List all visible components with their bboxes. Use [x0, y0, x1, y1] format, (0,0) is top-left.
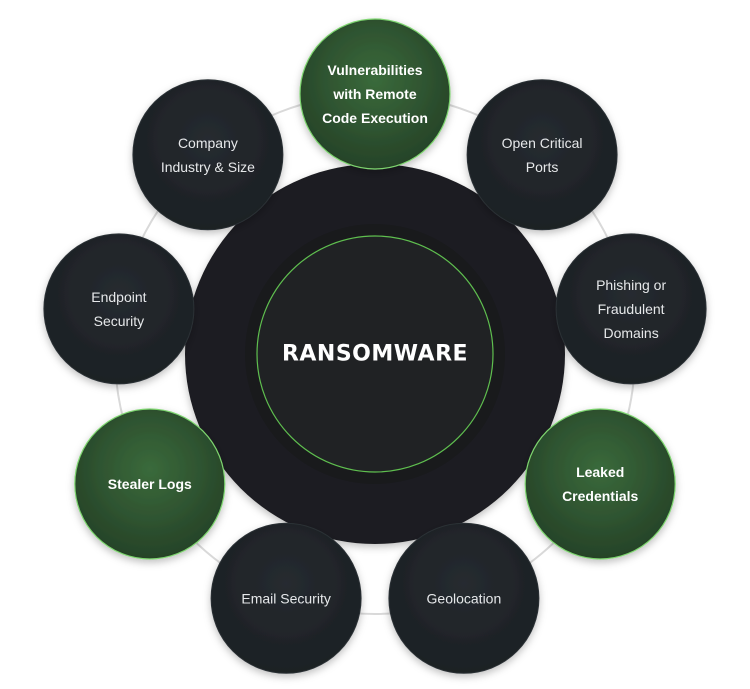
node-circle-email-security: [210, 522, 362, 674]
node-circle-vulnerabilities: [299, 18, 451, 170]
center-hub: RANSOMWARE: [185, 164, 565, 544]
node-email-security: Email Security: [210, 522, 362, 674]
node-label-email-security: Email Security: [241, 590, 330, 606]
node-label-line: Code Execution: [322, 110, 428, 126]
node-label-line: with Remote: [332, 86, 416, 102]
node-label-line: Ports: [526, 159, 559, 175]
center-inner-circle: [256, 235, 494, 473]
node-label-line: Endpoint: [91, 289, 146, 305]
center-label: RANSOMWARE: [282, 342, 468, 367]
node-label-line: Security: [94, 313, 145, 329]
node-circle-company-industry-size: [132, 79, 284, 231]
node-geolocation: Geolocation: [388, 522, 540, 674]
node-circle-open-critical-ports: [466, 79, 618, 231]
node-label-line: Vulnerabilities: [327, 62, 422, 78]
node-circle-geolocation: [388, 522, 540, 674]
node-label-line: Industry & Size: [161, 159, 255, 175]
node-label-line: Open Critical: [502, 135, 583, 151]
node-label-stealer-logs: Stealer Logs: [108, 476, 192, 492]
node-label-line: Domains: [603, 325, 658, 341]
node-label-line: Credentials: [562, 488, 638, 504]
node-label-line: Leaked: [576, 464, 624, 480]
node-circle-phishing-domains: [555, 233, 707, 385]
node-label-line: Phishing or: [596, 277, 666, 293]
node-circle-leaked-credentials: [524, 408, 676, 560]
node-circle-stealer-logs: [74, 408, 226, 560]
node-label-line: Fraudulent: [598, 301, 665, 317]
node-label-line: Stealer Logs: [108, 476, 192, 492]
node-circle-endpoint-security: [43, 233, 195, 385]
node-label-line: Company: [178, 135, 238, 151]
node-label-geolocation: Geolocation: [427, 590, 502, 606]
node-stealer-logs: Stealer Logs: [74, 408, 226, 560]
node-label-line: Email Security: [241, 590, 330, 606]
node-label-line: Geolocation: [427, 590, 502, 606]
